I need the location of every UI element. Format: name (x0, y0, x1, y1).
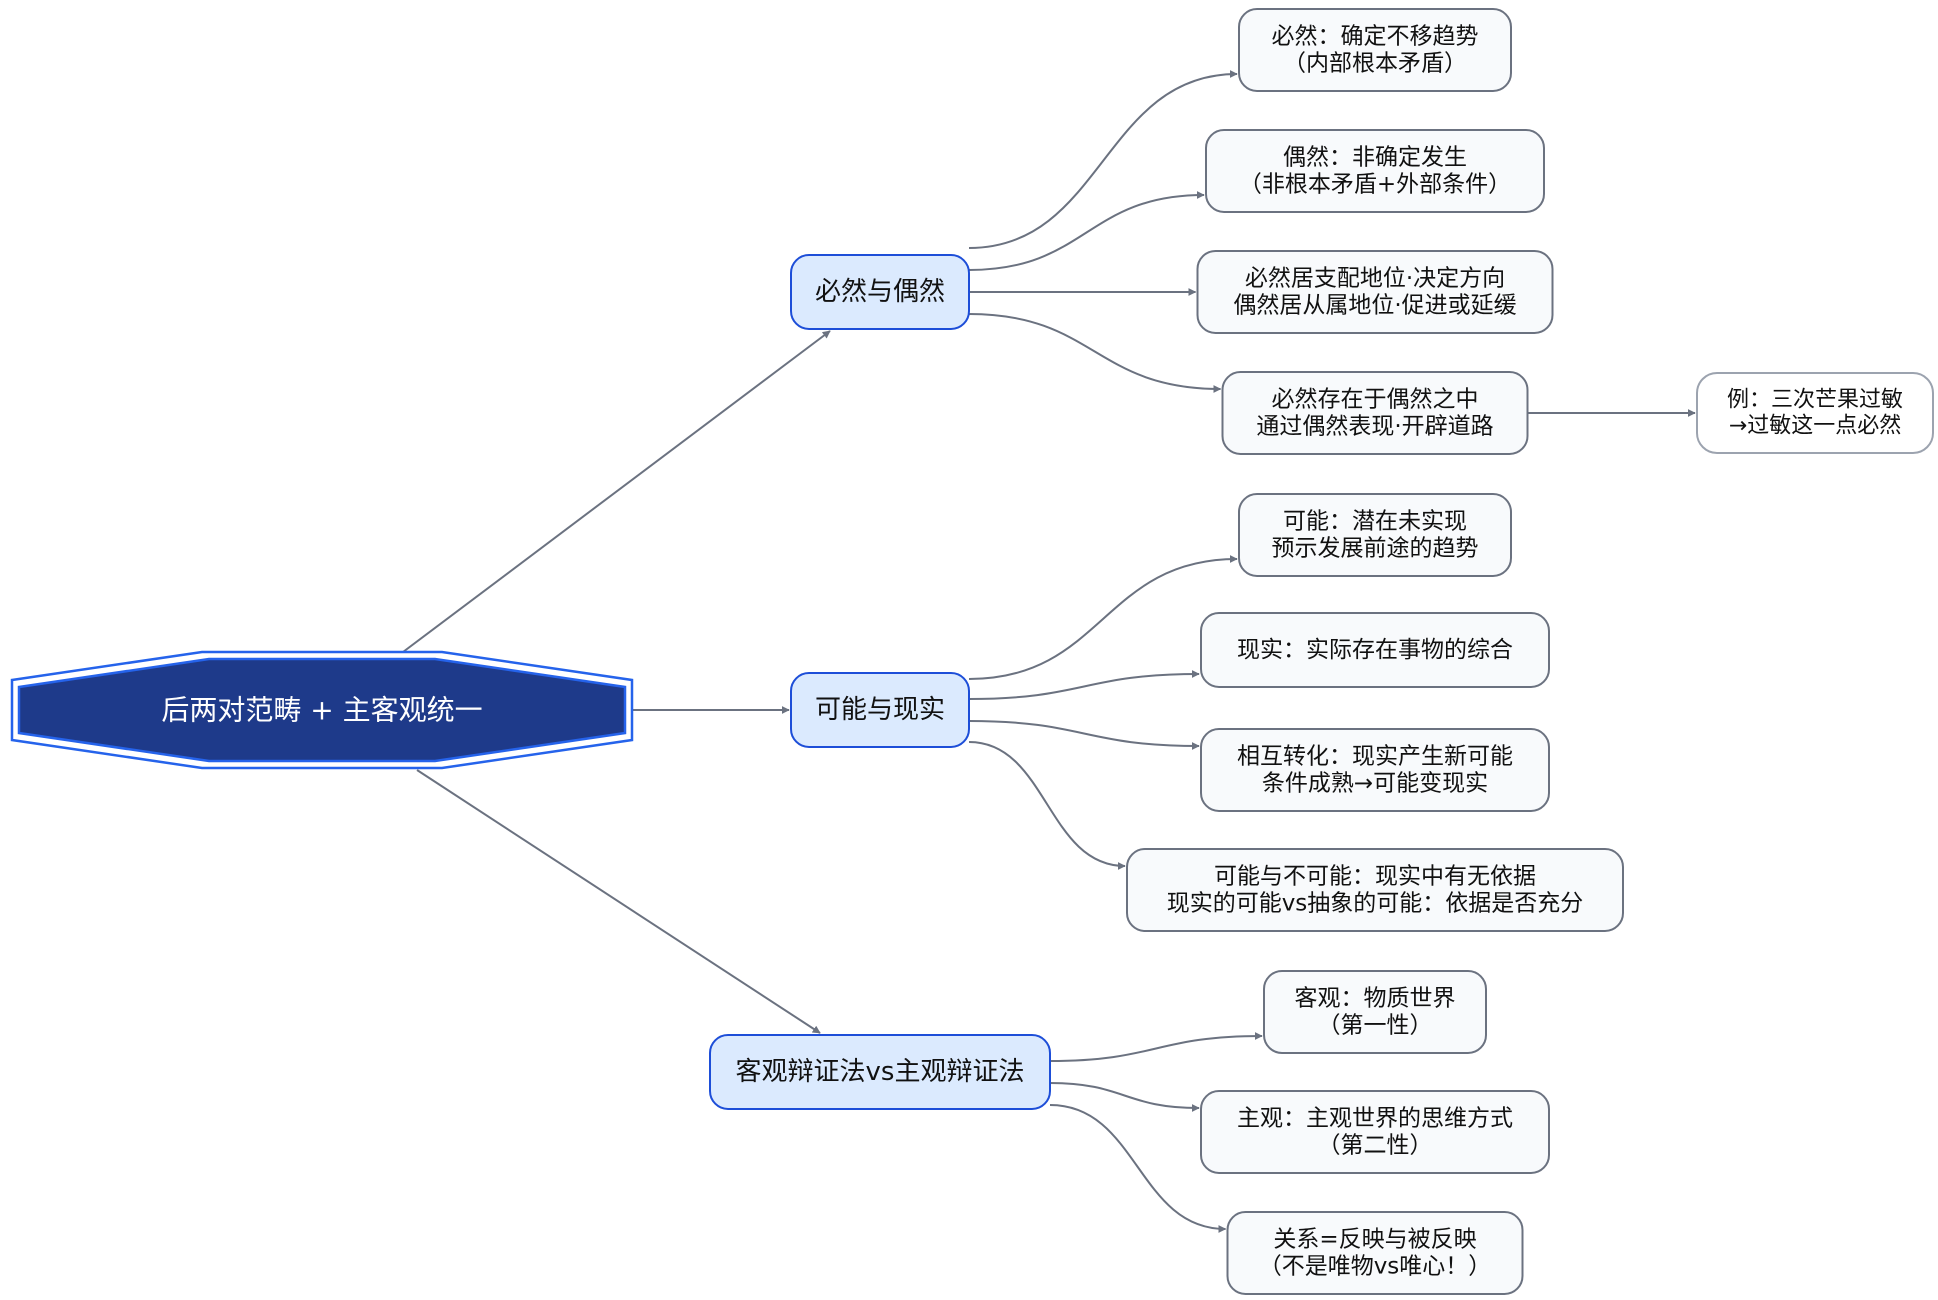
edge-branch-to-leaf (968, 191, 1205, 271)
branch-label: 可能与现实 (815, 695, 945, 725)
leaf-line: （不是唯物vs唯心！） (1259, 1254, 1492, 1280)
leaf-line: 预示发展前途的趋势 (1272, 536, 1479, 562)
leaf-line: 主观：主观世界的思维方式 (1237, 1105, 1513, 1131)
edge-branch-to-leaf (968, 741, 1126, 870)
edges (402, 70, 1696, 1233)
leaf-line: 关系=反映与被反映 (1273, 1226, 1476, 1252)
leaf-line: 必然：确定不移趋势 (1272, 23, 1479, 49)
branch-node[interactable]: 必然与偶然 (790, 254, 970, 330)
branch-node[interactable]: 可能与现实 (790, 672, 970, 748)
leaf-node[interactable]: 关系=反映与被反映（不是唯物vs唯心！） (1226, 1211, 1524, 1295)
edge-branch-to-leaf (968, 70, 1238, 249)
leaf-line: （非根本矛盾+外部条件） (1239, 172, 1511, 198)
leaf-line: 现实的可能vs抽象的可能：依据是否充分 (1167, 891, 1584, 917)
leaf-line: 必然居支配地位·决定方向 (1245, 265, 1505, 291)
nodes: 后两对范畴 + 主客观统一 必然与偶然 必然：确定不移趋势（内部根本矛盾） 偶然：非确… (10, 8, 1934, 1295)
leaf-node[interactable]: 现实：实际存在事物的综合 (1200, 612, 1550, 688)
edge-branch-to-leaf (1049, 1082, 1200, 1112)
example-line: →过敏这一点必然 (1729, 413, 1901, 438)
leaf-line: （内部根本矛盾） (1283, 51, 1467, 77)
leaf-line: 必然存在于偶然之中 (1272, 386, 1479, 412)
leaf-line: （第二性） (1318, 1133, 1433, 1159)
leaf-line: 可能与不可能：现实中有无依据 (1214, 863, 1536, 889)
leaf-line: 客观：物质世界 (1295, 985, 1456, 1011)
edge-branch-to-leaf (1049, 1032, 1263, 1062)
edge-root-to-branch (416, 769, 821, 1034)
leaf-line: 偶然居从属地位·促进或延缓 (1233, 293, 1516, 319)
leaf-node[interactable]: 主观：主观世界的思维方式（第二性） (1200, 1090, 1550, 1174)
leaf-line: 通过偶然表现·开辟道路 (1256, 414, 1493, 440)
leaf-node[interactable]: 偶然：非确定发生（非根本矛盾+外部条件） (1205, 129, 1545, 213)
leaf-line: 现实：实际存在事物的综合 (1237, 637, 1513, 663)
edge-branch-to-leaf (1049, 1104, 1227, 1233)
leaf-line: 条件成熟→可能变现实 (1262, 771, 1488, 797)
branch-label: 客观辩证法vs主观辩证法 (736, 1057, 1025, 1087)
leaf-line: 相互转化：现实产生新可能 (1237, 743, 1513, 769)
edge-branch-to-leaf (968, 720, 1200, 750)
example-line: 例：三次芒果过敏 (1727, 388, 1903, 413)
branch-node[interactable]: 客观辩证法vs主观辩证法 (709, 1034, 1051, 1110)
leaf-line: 可能：潜在未实现 (1283, 508, 1467, 534)
root-node[interactable]: 后两对范畴 + 主客观统一 (10, 650, 634, 770)
leaf-line: （第一性） (1318, 1013, 1433, 1039)
root-label: 后两对范畴 + 主客观统一 (161, 694, 482, 727)
branch-label: 必然与偶然 (815, 277, 945, 307)
leaf-node[interactable]: 客观：物质世界（第一性） (1263, 970, 1487, 1054)
leaf-line: 偶然：非确定发生 (1283, 144, 1467, 170)
example-node[interactable]: 例：三次芒果过敏→过敏这一点必然 (1696, 372, 1934, 454)
edge-branch-to-leaf (968, 555, 1238, 680)
edge-branch-to-leaf (968, 313, 1222, 393)
leaf-node[interactable]: 必然：确定不移趋势（内部根本矛盾） (1238, 8, 1512, 92)
edge-root-to-branch (402, 330, 831, 653)
edge-branch-to-leaf (968, 670, 1200, 700)
